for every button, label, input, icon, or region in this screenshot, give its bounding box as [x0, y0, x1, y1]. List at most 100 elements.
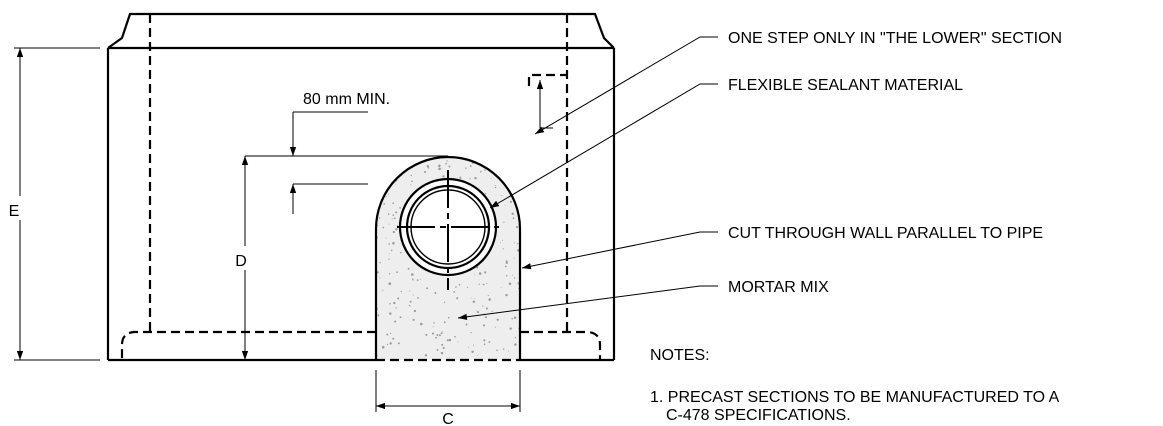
mortar-speckle — [484, 163, 486, 165]
note-1-line-2: C-478 SPECIFICATIONS. — [666, 407, 851, 424]
mortar-speckle — [392, 337, 395, 340]
mortar-speckle — [496, 318, 499, 321]
mortar-speckle — [399, 207, 401, 209]
mortar-speckle — [448, 338, 452, 342]
mortar-speckle — [390, 153, 391, 154]
mortar-speckle — [447, 316, 450, 319]
mortar-speckle — [382, 226, 385, 229]
mortar-speckle — [495, 184, 497, 186]
mortar-speckle — [471, 297, 473, 299]
mortar-speckle — [383, 203, 386, 205]
inner-wall-hidden-lines — [120, 14, 602, 360]
leader-cut — [521, 231, 718, 270]
mortar-speckle — [387, 154, 389, 156]
mortar-speckle — [513, 257, 515, 259]
mortar-speckle — [410, 174, 412, 177]
mortar-speckle — [410, 159, 412, 162]
mortar-speckle — [427, 167, 430, 169]
mortar-speckle — [376, 191, 378, 194]
mortar-speckle — [411, 273, 414, 276]
mortar-speckle — [376, 196, 378, 199]
mortar-speckle — [484, 154, 485, 155]
mortar-speckle — [417, 297, 419, 299]
callout-cut: CUT THROUGH WALL PARALLEL TO PIPE — [728, 225, 1043, 242]
mortar-speckle — [438, 164, 441, 168]
mortar-speckle — [472, 344, 475, 346]
mortar-speckle — [378, 217, 381, 219]
dim-e-label: E — [9, 203, 20, 220]
mortar-speckle — [473, 298, 475, 299]
callout-sealant: FLEXIBLE SEALANT MATERIAL — [728, 77, 963, 94]
mortar-speckle — [444, 163, 447, 165]
dimension-min-clearance: 80 mm MIN. — [289, 91, 390, 214]
mortar-speckle — [477, 355, 478, 356]
mortar-speckle — [408, 304, 411, 307]
mortar-speckle — [410, 184, 412, 186]
leader-mortar — [457, 285, 718, 320]
mortar-speckle — [509, 200, 512, 203]
mortar-speckle — [377, 314, 380, 316]
mortar-speckle — [393, 301, 396, 305]
mortar-speckle — [459, 176, 462, 179]
mortar-speckle — [519, 153, 520, 154]
mortar-speckle — [469, 165, 472, 167]
mortar-speckle — [395, 184, 397, 186]
mortar-speckle — [506, 173, 509, 176]
mortar-speckle — [483, 343, 486, 346]
mortar-speckle — [392, 242, 395, 245]
dim-d-label: D — [235, 253, 247, 270]
mortar-speckle — [413, 309, 417, 313]
mortar-speckle — [393, 174, 395, 176]
mortar-speckle — [476, 310, 478, 312]
mortar-speckle — [394, 152, 396, 154]
mortar-speckle — [478, 283, 480, 285]
mortar-speckle — [425, 333, 428, 336]
mortar-speckle — [438, 334, 441, 337]
note-1-line-1: 1. PRECAST SECTIONS TO BE MANUFACTURED T… — [650, 389, 1060, 406]
mortar-speckle — [504, 265, 507, 268]
mortar-speckle — [379, 193, 381, 196]
mortar-speckle — [455, 286, 457, 288]
mortar-speckle — [488, 341, 491, 343]
mortar-speckle — [388, 282, 392, 285]
mortar-speckle — [397, 342, 400, 345]
mortar-speckle — [420, 322, 423, 326]
callout-mortar: MORTAR MIX — [728, 279, 829, 296]
mortar-speckle — [482, 324, 486, 327]
mortar-speckle — [388, 223, 390, 225]
mortar-speckle — [389, 342, 392, 345]
mortar-speckle — [395, 307, 397, 309]
mortar-speckle — [469, 178, 471, 180]
mortar-speckle — [513, 242, 515, 244]
mortar-speckle — [484, 169, 486, 171]
mortar-speckle — [443, 321, 446, 324]
mortar-speckle — [434, 292, 437, 294]
mortar-speckle — [458, 284, 461, 286]
mortar-speckle — [433, 322, 435, 324]
step-hidden-outline — [527, 73, 568, 86]
mortar-speckle — [386, 150, 388, 152]
mortar-speckle — [390, 249, 393, 252]
mortar-speckle — [442, 175, 445, 178]
mortar-speckle — [389, 312, 392, 315]
mortar-speckle — [505, 293, 508, 297]
mortar-speckle — [393, 217, 396, 220]
mortar-speckle — [508, 282, 512, 286]
mortar-speckle — [513, 277, 516, 279]
mortar-speckle — [412, 318, 415, 321]
mortar-speckle — [505, 261, 508, 264]
mortar-speckle — [388, 273, 391, 275]
mortar-speckle — [386, 343, 389, 346]
top-collar-outline — [107, 12, 615, 49]
dim-d-label-mask — [228, 246, 260, 270]
dimension-c: C — [375, 370, 521, 426]
mortar-speckle — [387, 183, 390, 186]
mortar-speckle — [400, 164, 403, 166]
manhole-base-section — [106, 12, 616, 362]
mortar-speckle — [509, 157, 512, 159]
mortar-speckle — [476, 266, 479, 269]
mortar-speckle — [449, 152, 450, 153]
mortar-speckle — [387, 193, 389, 195]
mortar-speckle — [482, 283, 485, 286]
dimension-d: D — [228, 155, 448, 360]
